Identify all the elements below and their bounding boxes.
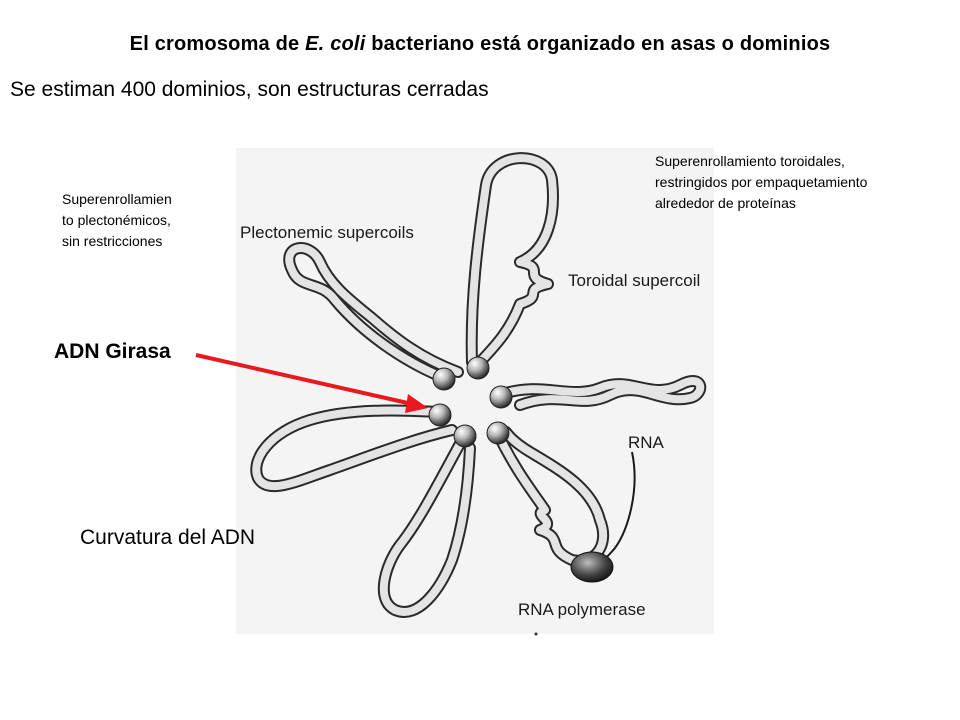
girasa-arrow xyxy=(195,353,428,413)
figure-label-toroidal: Toroidal supercoil xyxy=(568,271,700,290)
title-italic: E. coli xyxy=(305,33,366,55)
dna-loops xyxy=(250,152,707,618)
figure-label-rna-polymerase: RNA polymerase xyxy=(518,600,646,619)
protein-sphere xyxy=(466,356,490,380)
rna-polymerase-blob xyxy=(570,551,614,583)
protein-spheres xyxy=(428,356,513,448)
protein-sphere xyxy=(489,385,513,409)
note-plectonemic: Superenrollamien to plectonémicos, sin r… xyxy=(62,191,172,249)
title-end: bacteriano está organizado en asas o dom… xyxy=(365,33,831,55)
label-curvatura-adn: Curvatura del ADN xyxy=(80,526,256,549)
protein-sphere xyxy=(453,424,477,448)
note-toroidal: Superenrollamiento toroidales, restringi… xyxy=(655,153,868,211)
protein-sphere xyxy=(432,367,456,391)
small-dot xyxy=(534,632,538,636)
figure-label-rna: RNA xyxy=(628,433,665,452)
title-main: El cromosoma de xyxy=(129,33,306,55)
protein-sphere xyxy=(486,421,510,445)
label-adn-girasa: ADN Girasa xyxy=(54,340,171,363)
page-title: El cromosoma de E. coli bacteriano está … xyxy=(0,33,960,56)
page-subtitle: Se estiman 400 dominios, son estructuras… xyxy=(10,78,489,101)
figure-label-plectonemic: Plectonemic supercoils xyxy=(240,223,414,242)
protein-sphere xyxy=(428,403,452,427)
